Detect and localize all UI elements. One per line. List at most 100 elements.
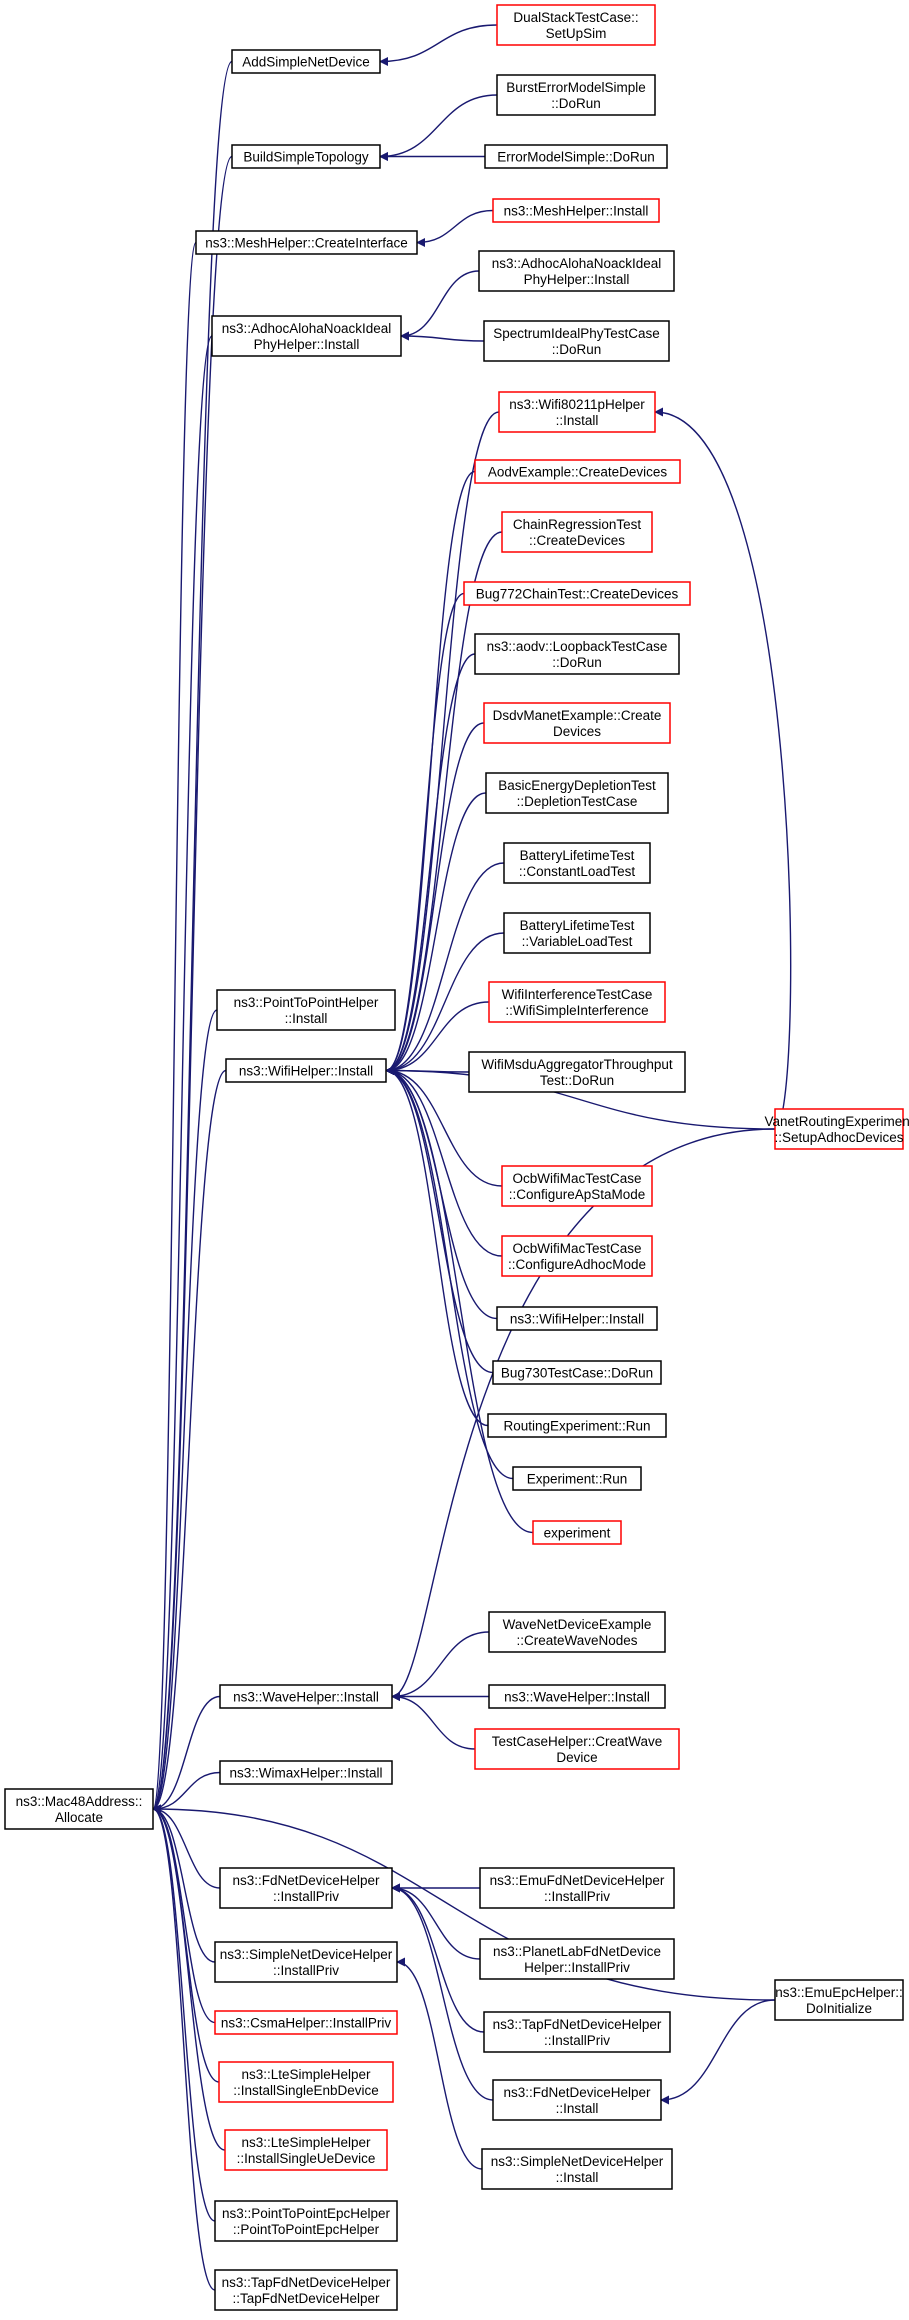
node-wavehelper2[interactable]: ns3::WaveHelper::Install xyxy=(488,1684,666,1709)
edge-wimax-to-root xyxy=(152,1771,221,1814)
edge-aodvloop-to-wifihelper xyxy=(385,653,476,1075)
node-label-line: DsdvManetExample::Create xyxy=(493,708,662,723)
node-label-line: ns3::AdhocAlohaNoackIdeal xyxy=(222,321,392,336)
node-ltesimpleenb[interactable]: ns3::LteSimpleHelper::InstallSingleEnbDe… xyxy=(218,2061,394,2103)
node-experiment[interactable]: experiment xyxy=(532,1520,622,1545)
node-label-line: ns3::Wifi80211pHelper xyxy=(509,397,645,412)
edge-p2pepc-to-root xyxy=(152,1804,216,2222)
node-basicenergy[interactable]: BasicEnergyDepletionTest::DepletionTestC… xyxy=(485,772,669,814)
node-routingexp[interactable]: RoutingExperiment::Run xyxy=(487,1413,667,1438)
edge-testcasehelper-to-wavehelper xyxy=(391,1692,476,1750)
edge-vanet-to-wifi80211p xyxy=(654,407,792,1130)
node-p2pepc[interactable]: ns3::PointToPointEpcHelper::PointToPoint… xyxy=(214,2200,398,2242)
node-aodvloop[interactable]: ns3::aodv::LoopbackTestCase::DoRun xyxy=(474,633,680,675)
node-box xyxy=(492,2079,662,2121)
node-root[interactable]: ns3::Mac48Address::Allocate xyxy=(4,1788,154,1830)
node-errormodel[interactable]: ErrorModelSimple::DoRun xyxy=(484,144,668,169)
node-wimax[interactable]: ns3::WimaxHelper::Install xyxy=(219,1760,393,1785)
node-battvar[interactable]: BatteryLifetimeTest::VariableLoadTest xyxy=(503,912,651,954)
edges-layer xyxy=(152,24,792,2291)
node-label-line: ns3::TapFdNetDeviceHelper xyxy=(493,2017,662,2032)
node-simplenetinstall[interactable]: ns3::SimpleNetDeviceHelper::Install xyxy=(481,2148,673,2190)
edge-chainreg-to-wifihelper xyxy=(385,531,503,1075)
edge-wifi80211p-to-wifihelper xyxy=(385,411,500,1075)
node-box xyxy=(483,702,671,744)
node-buildsimple[interactable]: BuildSimpleTopology xyxy=(231,144,381,169)
node-wavehelper[interactable]: ns3::WaveHelper::Install xyxy=(219,1684,393,1709)
node-wifiinterf[interactable]: WifiInterferenceTestCase::WifiSimpleInte… xyxy=(488,981,666,1023)
node-spectrum[interactable]: SpectrumIdealPhyTestCase::DoRun xyxy=(483,320,670,362)
node-meshcreate[interactable]: ns3::MeshHelper::CreateInterface xyxy=(195,230,418,255)
edge-vanet-to-wifihelper xyxy=(385,1066,776,1130)
edge-fdnetpriv-to-root xyxy=(152,1804,221,1889)
node-label-line: ::CreateDevices xyxy=(529,533,625,548)
node-box xyxy=(488,981,666,1023)
node-bug772[interactable]: Bug772ChainTest::CreateDevices xyxy=(463,581,691,606)
node-label-line: WaveNetDeviceExample xyxy=(503,1617,652,1632)
edge-ltesimpleue-to-root xyxy=(152,1804,226,2151)
node-label-line: Device xyxy=(556,1750,597,1765)
node-fdnetpriv[interactable]: ns3::FdNetDeviceHelper::InstallPriv xyxy=(219,1867,393,1909)
edge-wavenetex-to-wavehelper xyxy=(391,1631,490,1701)
node-emufd[interactable]: ns3::EmuFdNetDeviceHelper::InstallPriv xyxy=(479,1867,675,1909)
edge-battvar-to-wifihelper xyxy=(385,932,505,1075)
node-vanet[interactable]: VanetRoutingExperiment::SetupAdhocDevice… xyxy=(764,1108,909,1150)
node-label-line: ns3::EmuEpcHelper:: xyxy=(775,1985,903,2000)
node-label-line: ::Install xyxy=(556,413,599,428)
node-ocbapsta[interactable]: OcbWifiMacTestCase::ConfigureApStaMode xyxy=(501,1165,653,1207)
node-label-line: BatteryLifetimeTest xyxy=(520,848,635,863)
node-label-line: BasicEnergyDepletionTest xyxy=(498,778,656,793)
node-addsimple[interactable]: AddSimpleNetDevice xyxy=(231,49,381,74)
node-label-line: ::CreateWaveNodes xyxy=(516,1633,637,1648)
node-label-line: VanetRoutingExperiment xyxy=(764,1114,909,1129)
node-adhocright[interactable]: ns3::AdhocAlohaNoackIdealPhyHelper::Inst… xyxy=(478,250,675,292)
node-adhocleft[interactable]: ns3::AdhocAlohaNoackIdealPhyHelper::Inst… xyxy=(211,315,402,357)
node-label-line: OcbWifiMacTestCase xyxy=(512,1241,641,1256)
node-battconst[interactable]: BatteryLifetimeTest::ConstantLoadTest xyxy=(503,842,651,884)
node-fdnetinstall[interactable]: ns3::FdNetDeviceHelper::Install xyxy=(492,2079,662,2121)
node-tapfdpriv[interactable]: ns3::TapFdNetDeviceHelper::InstallPriv xyxy=(483,2011,671,2053)
node-ocbadhoc[interactable]: OcbWifiMacTestCase::ConfigureAdhocMode xyxy=(501,1235,653,1277)
node-p2pinstall[interactable]: ns3::PointToPointHelper::Install xyxy=(216,989,396,1031)
node-bug730[interactable]: Bug730TestCase::DoRun xyxy=(492,1360,662,1385)
edge-dualstack-to-addsimple xyxy=(379,24,498,66)
node-ltesimpleue[interactable]: ns3::LteSimpleHelper::InstallSingleUeDev… xyxy=(224,2129,388,2171)
node-chainreg[interactable]: ChainRegressionTest::CreateDevices xyxy=(501,511,653,553)
node-tapfdctor[interactable]: ns3::TapFdNetDeviceHelper::TapFdNetDevic… xyxy=(214,2269,398,2311)
node-box xyxy=(496,4,656,46)
node-label-line: ns3::FdNetDeviceHelper xyxy=(503,2085,651,2100)
node-wifihelper2[interactable]: ns3::WifiHelper::Install xyxy=(496,1306,658,1331)
node-dsdv[interactable]: DsdvManetExample::CreateDevices xyxy=(483,702,671,744)
edge-ocbapsta-to-wifihelper xyxy=(385,1066,503,1187)
node-aodvex[interactable]: AodvExample::CreateDevices xyxy=(474,459,681,484)
edge-tapfdpriv-to-fdnetpriv xyxy=(391,1883,485,2033)
node-box xyxy=(487,1413,667,1438)
node-label-line: ::DoRun xyxy=(552,655,602,670)
node-box xyxy=(496,74,656,116)
node-csma[interactable]: ns3::CsmaHelper::InstallPriv xyxy=(214,2010,398,2035)
node-experimentrun[interactable]: Experiment::Run xyxy=(512,1466,642,1491)
node-box xyxy=(214,2269,398,2311)
node-label-line: ::WifiSimpleInterference xyxy=(505,1003,648,1018)
node-bursterror[interactable]: BurstErrorModelSimple::DoRun xyxy=(496,74,656,116)
node-wavenetex[interactable]: WaveNetDeviceExample::CreateWaveNodes xyxy=(488,1611,666,1653)
node-simplenetpriv[interactable]: ns3::SimpleNetDeviceHelper::InstallPriv xyxy=(214,1941,398,1983)
node-box xyxy=(214,1941,398,1983)
node-box xyxy=(231,144,381,169)
node-box xyxy=(501,1235,653,1277)
node-label-line: Bug730TestCase::DoRun xyxy=(501,1366,653,1381)
node-box xyxy=(474,633,680,675)
edge-wifiinterf-to-wifihelper xyxy=(385,1001,490,1075)
node-wifihelper[interactable]: ns3::WifiHelper::Install xyxy=(225,1058,387,1083)
node-planetlab[interactable]: ns3::PlanetLabFdNetDeviceHelper::Install… xyxy=(479,1938,675,1980)
node-box xyxy=(512,1466,642,1491)
node-wifi80211p[interactable]: ns3::Wifi80211pHelper::Install xyxy=(498,391,656,433)
node-meshinstall[interactable]: ns3::MeshHelper::Install xyxy=(492,198,660,223)
node-box xyxy=(488,1684,666,1709)
node-emuepc[interactable]: ns3::EmuEpcHelper::DoInitialize xyxy=(774,1979,904,2021)
node-dualstack[interactable]: DualStackTestCase::SetUpSim xyxy=(496,4,656,46)
edge-simplenetpriv-to-root xyxy=(152,1804,216,1963)
edge-meshinstall-to-meshcreate xyxy=(416,209,494,247)
